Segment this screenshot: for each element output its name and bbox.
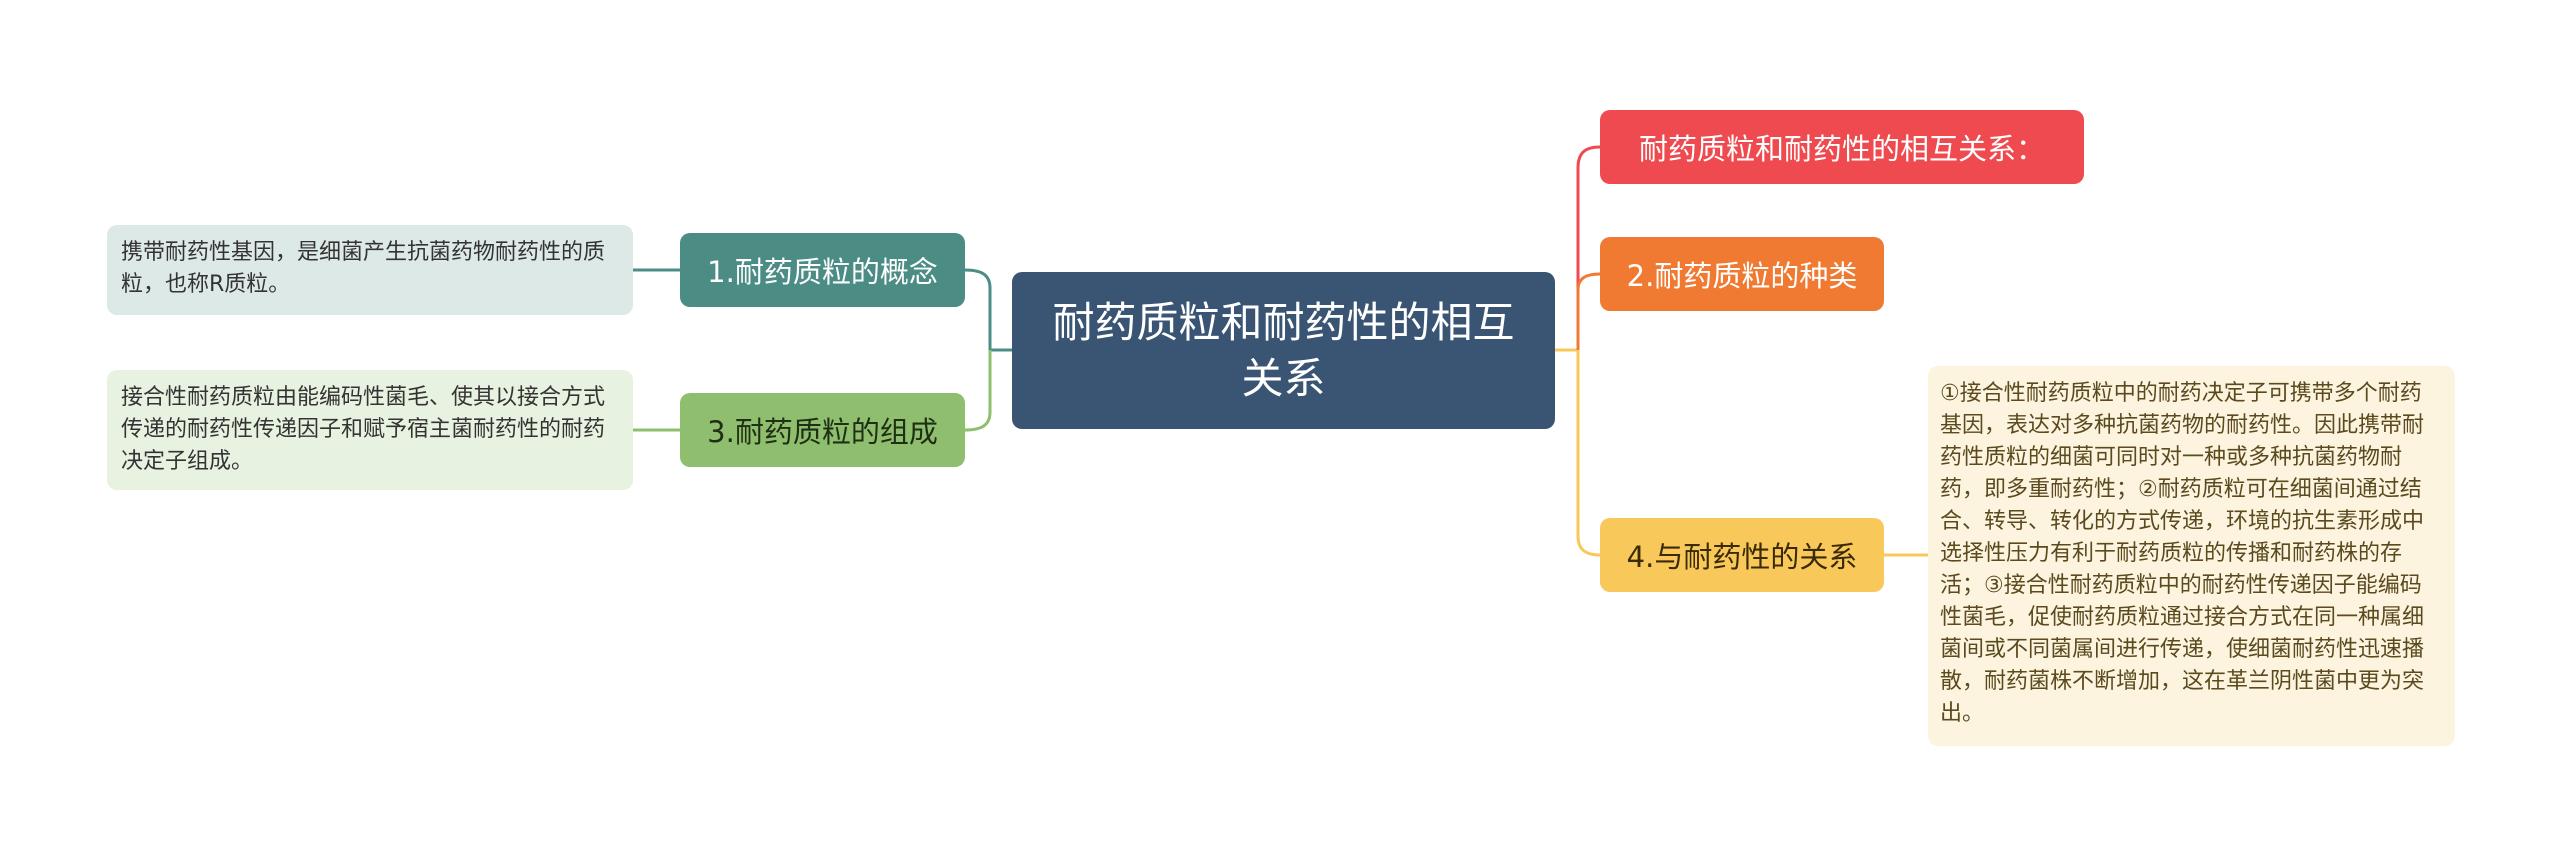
branch-composition[interactable]: 3.耐药质粒的组成 (680, 393, 965, 467)
leaf-concept-text: 携带耐药性基因，是细菌产生抗菌药物耐药性的质粒，也称R质粒。 (121, 240, 606, 297)
connector-center-to-r2 (1576, 272, 1601, 350)
central-topic[interactable]: 耐药质粒和耐药性的相互关系 (1012, 272, 1555, 429)
connector-center-to-b1 (964, 268, 1012, 352)
connector-center-to-r1 (1576, 145, 1601, 350)
leaf-relationship-text: ①接合性耐药质粒中的耐药决定子可携带多个耐药基因，表达对多种抗菌药物的耐药性。因… (1940, 381, 2425, 726)
connector-center-to-b3 (964, 350, 992, 432)
branch-relationship-label: 4.与耐药性的关系 (1626, 540, 1858, 574)
branch-relation-header-label: 耐药质粒和耐药性的相互关系： (1638, 132, 2045, 166)
leaf-composition-note[interactable]: 接合性耐药质粒由能编码性菌毛、使其以接合方式传递的耐药性传递因子和赋予宿主菌耐药… (107, 370, 633, 490)
branch-types[interactable]: 2.耐药质粒的种类 (1600, 237, 1884, 311)
central-topic-label: 耐药质粒和耐药性的相互关系 (1052, 297, 1515, 403)
leaf-concept-note[interactable]: 携带耐药性基因，是细菌产生抗菌药物耐药性的质粒，也称R质粒。 (107, 225, 633, 315)
leaf-relationship-note[interactable]: ①接合性耐药质粒中的耐药决定子可携带多个耐药基因，表达对多种抗菌药物的耐药性。因… (1928, 366, 2455, 746)
leaf-composition-text: 接合性耐药质粒由能编码性菌毛、使其以接合方式传递的耐药性传递因子和赋予宿主菌耐药… (121, 385, 606, 474)
branch-composition-label: 3.耐药质粒的组成 (707, 415, 938, 449)
branch-concept[interactable]: 1.耐药质粒的概念 (680, 233, 965, 307)
connector-center-to-r4 (1576, 350, 1601, 557)
branch-concept-label: 1.耐药质粒的概念 (707, 255, 938, 289)
branch-types-label: 2.耐药质粒的种类 (1626, 259, 1858, 293)
branch-relation-header[interactable]: 耐药质粒和耐药性的相互关系： (1600, 110, 2084, 184)
branch-relationship[interactable]: 4.与耐药性的关系 (1600, 518, 1884, 592)
